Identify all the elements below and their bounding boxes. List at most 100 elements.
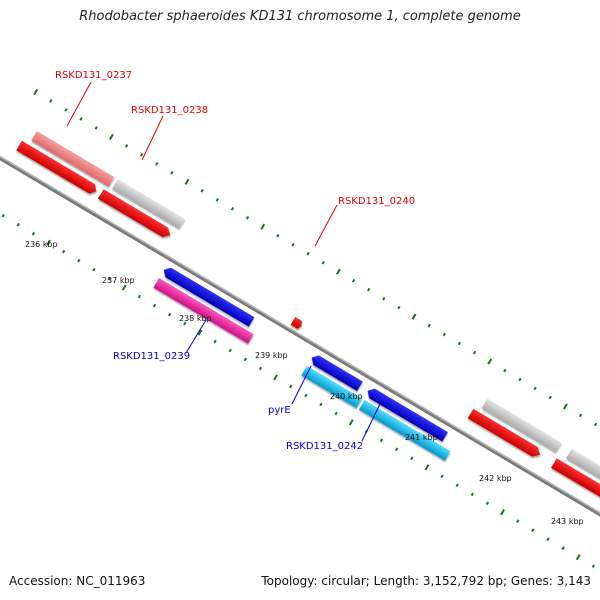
major-tick-mark: [575, 554, 581, 561]
minor-tick-mark: [16, 222, 20, 227]
minor-tick-mark: [442, 332, 446, 337]
scale-tick-rows: [1, 88, 598, 568]
kbp-labels: 236 kbp 237 kbp 238 kbp 239 kbp 240 kbp …: [25, 240, 584, 526]
gene-pyre-box[interactable]: [301, 365, 362, 408]
major-tick-mark: [273, 374, 278, 381]
minor-tick-mark: [213, 339, 217, 344]
minor-tick-mark: [334, 411, 338, 416]
major-tick-mark: [335, 268, 341, 275]
minor-tick-mark: [170, 171, 174, 175]
chromosome-backbone: [0, 151, 600, 528]
leader-line-rskd131-0240: [314, 204, 338, 247]
gene-label-rskd131-0237[interactable]: RSKD131_0237: [55, 70, 132, 81]
minor-tick-mark: [546, 537, 550, 541]
minor-tick-mark: [457, 341, 462, 346]
gene-label-rskd131-0240[interactable]: RSKD131_0240: [338, 196, 415, 207]
minor-tick-mark: [516, 519, 520, 524]
minor-tick-mark: [321, 260, 325, 265]
minor-tick-mark: [367, 287, 371, 292]
gene-label-rskd131-0242[interactable]: RSKD131_0242: [286, 441, 363, 452]
kbp-label: 241 kbp: [405, 433, 438, 442]
minor-tick-mark: [243, 357, 247, 362]
minor-tick-mark: [79, 117, 83, 121]
gene-arrow-red-right-2[interactable]: [551, 458, 600, 518]
gene-arrow-red-right-1[interactable]: [467, 408, 543, 460]
leader-line-rskd131-0237: [66, 81, 92, 127]
kbp-label: 237 kbp: [102, 276, 135, 285]
minor-tick-mark: [594, 422, 598, 427]
gene-rskd131-0237-box[interactable]: [31, 131, 115, 187]
major-tick-mark: [121, 284, 127, 291]
minor-tick-mark: [548, 395, 552, 400]
minor-tick-mark: [503, 368, 507, 373]
minor-tick-mark: [230, 206, 235, 211]
major-tick-mark: [260, 223, 266, 230]
kbp-label: 240 kbp: [330, 392, 363, 401]
minor-tick-mark: [94, 126, 98, 130]
minor-tick-mark: [455, 483, 459, 488]
kbp-label: 236 kbp: [25, 240, 58, 249]
gene-label-rskd131-0239[interactable]: RSKD131_0239: [113, 351, 190, 362]
major-tick-mark: [424, 464, 430, 471]
minor-tick-mark: [152, 303, 157, 308]
gene-rskd131-0239-box[interactable]: [153, 278, 254, 344]
minor-tick-mark: [351, 278, 356, 283]
minor-tick-mark: [578, 413, 583, 418]
genome-title: Rhodobacter sphaeroides KD131 chromosome…: [79, 9, 521, 24]
major-tick-mark: [46, 239, 51, 246]
minor-tick-mark: [107, 276, 111, 281]
minor-tick-mark: [395, 447, 399, 452]
major-tick-mark: [411, 313, 417, 320]
minor-tick-mark: [183, 321, 187, 326]
minor-tick-mark: [440, 474, 444, 479]
kbp-label: 238 kbp: [179, 314, 212, 323]
minor-tick-mark: [470, 492, 474, 497]
major-tick-mark: [500, 509, 505, 516]
minor-tick-mark: [215, 198, 219, 202]
major-tick-mark: [184, 178, 190, 185]
minor-tick-mark: [168, 312, 172, 317]
gene-pyre-arrow[interactable]: [309, 353, 363, 391]
minor-tick-mark: [427, 323, 431, 328]
gene-box-gray-right-1[interactable]: [481, 398, 562, 452]
gene-rskd131-0239-arrow[interactable]: [161, 265, 255, 327]
gene-box-gray-right-2[interactable]: [566, 448, 600, 505]
major-tick-mark: [348, 419, 354, 426]
major-tick-mark: [197, 329, 203, 336]
kbp-label: 239 kbp: [255, 351, 288, 360]
minor-tick-mark: [245, 215, 250, 220]
gene-rskd131-0238-box[interactable]: [112, 179, 185, 229]
gene-label-pyre[interactable]: pyrE: [268, 405, 291, 416]
minor-tick-mark: [77, 258, 81, 263]
gene-rskd131-0238-arrow[interactable]: [97, 189, 173, 240]
minor-tick-mark: [410, 456, 414, 461]
minor-tick-mark: [49, 99, 53, 103]
minor-tick-mark: [137, 294, 142, 299]
kbp-label: 242 kbp: [479, 474, 512, 483]
minor-tick-mark: [591, 564, 596, 568]
gene-rskd131-0237-arrow[interactable]: [16, 140, 99, 196]
minor-tick-mark: [124, 144, 129, 148]
major-tick-mark: [562, 403, 568, 410]
minor-tick-mark: [276, 233, 280, 238]
major-tick-mark: [33, 88, 39, 96]
minor-tick-mark: [92, 267, 96, 272]
minor-tick-mark: [62, 249, 66, 254]
kbp-label: 243 kbp: [551, 517, 584, 526]
major-tick-mark: [487, 358, 493, 365]
minor-tick-mark: [291, 242, 295, 247]
gene-rskd131-0240-marker[interactable]: [290, 316, 304, 330]
gene-rskd131-0242-box[interactable]: [358, 400, 451, 461]
minor-tick-mark: [485, 501, 490, 506]
minor-tick-mark: [304, 393, 308, 398]
minor-tick-mark: [155, 162, 159, 166]
minor-tick-mark: [379, 438, 384, 443]
minor-tick-mark: [397, 305, 401, 310]
minor-tick-mark: [306, 251, 310, 256]
minor-tick-mark: [382, 296, 386, 301]
minor-tick-mark: [228, 348, 232, 353]
minor-tick-mark: [31, 231, 36, 236]
gene-rskd131-0242-arrow[interactable]: [365, 386, 448, 442]
gene-label-rskd131-0238[interactable]: RSKD131_0238: [131, 105, 208, 116]
